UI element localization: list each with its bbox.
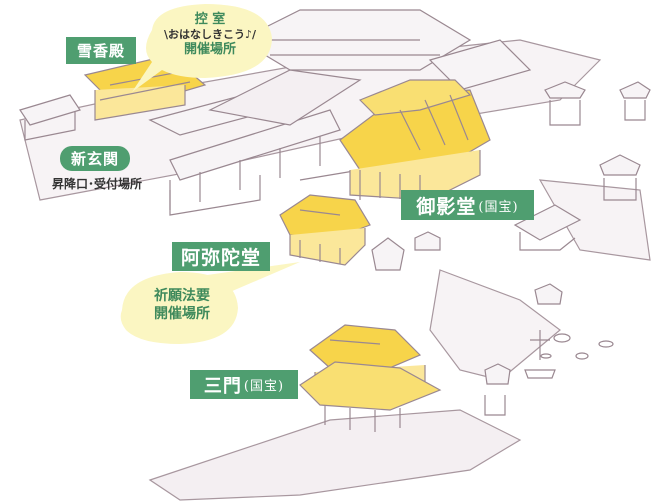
setsukaden-label-text: 雪香殿 [76, 42, 125, 60]
waiting-bubble-venue: 開催場所 [183, 42, 236, 57]
amidadou-label-text: 阿弥陀堂 [180, 247, 261, 269]
sanmon-building [299, 324, 442, 432]
waiting-bubble: 控 室 \おはなしきこう♪/ 開催場所 [150, 12, 270, 58]
setsukaden-label-bg [66, 37, 136, 64]
shingenkan-label: 新玄関 [60, 146, 130, 171]
sanmon-label-bg [190, 370, 298, 399]
shingenkan-label-bg [60, 146, 130, 171]
goeidou-label-text: 御影堂 [416, 195, 477, 218]
goeidou-label-bg [401, 190, 534, 220]
sanmon-label: 三門(国宝) [190, 370, 298, 399]
sanmon-label-text: 三門 [203, 375, 242, 397]
sanmon-note: (国宝) [243, 379, 285, 394]
goeidou-label: 御影堂(国宝) [401, 190, 534, 220]
prayer-bubble-venue: 開催場所 [154, 305, 210, 322]
setsukaden-label: 雪香殿 [66, 37, 136, 64]
amidadou-label-bg [172, 242, 270, 271]
shingenkan-label-text: 新玄関 [70, 150, 119, 168]
waiting-bubble-title: 控 室 [194, 12, 226, 27]
amidadou-building [279, 194, 371, 266]
waiting-bubble-event: \おはなしきこう♪/ [163, 28, 257, 42]
amidadou-label: 阿弥陀堂 [172, 242, 270, 271]
prayer-bubble-shape [120, 262, 300, 344]
reception-note: 昇降口･受付場所 [52, 177, 143, 191]
goeidou-note: (国宝) [478, 199, 519, 215]
prayer-bubble: 祈願法要 開催場所 [132, 288, 232, 323]
waiting-bubble-shape [132, 4, 272, 92]
prayer-bubble-title: 祈願法要 [154, 288, 210, 304]
background-buildings [19, 9, 651, 416]
